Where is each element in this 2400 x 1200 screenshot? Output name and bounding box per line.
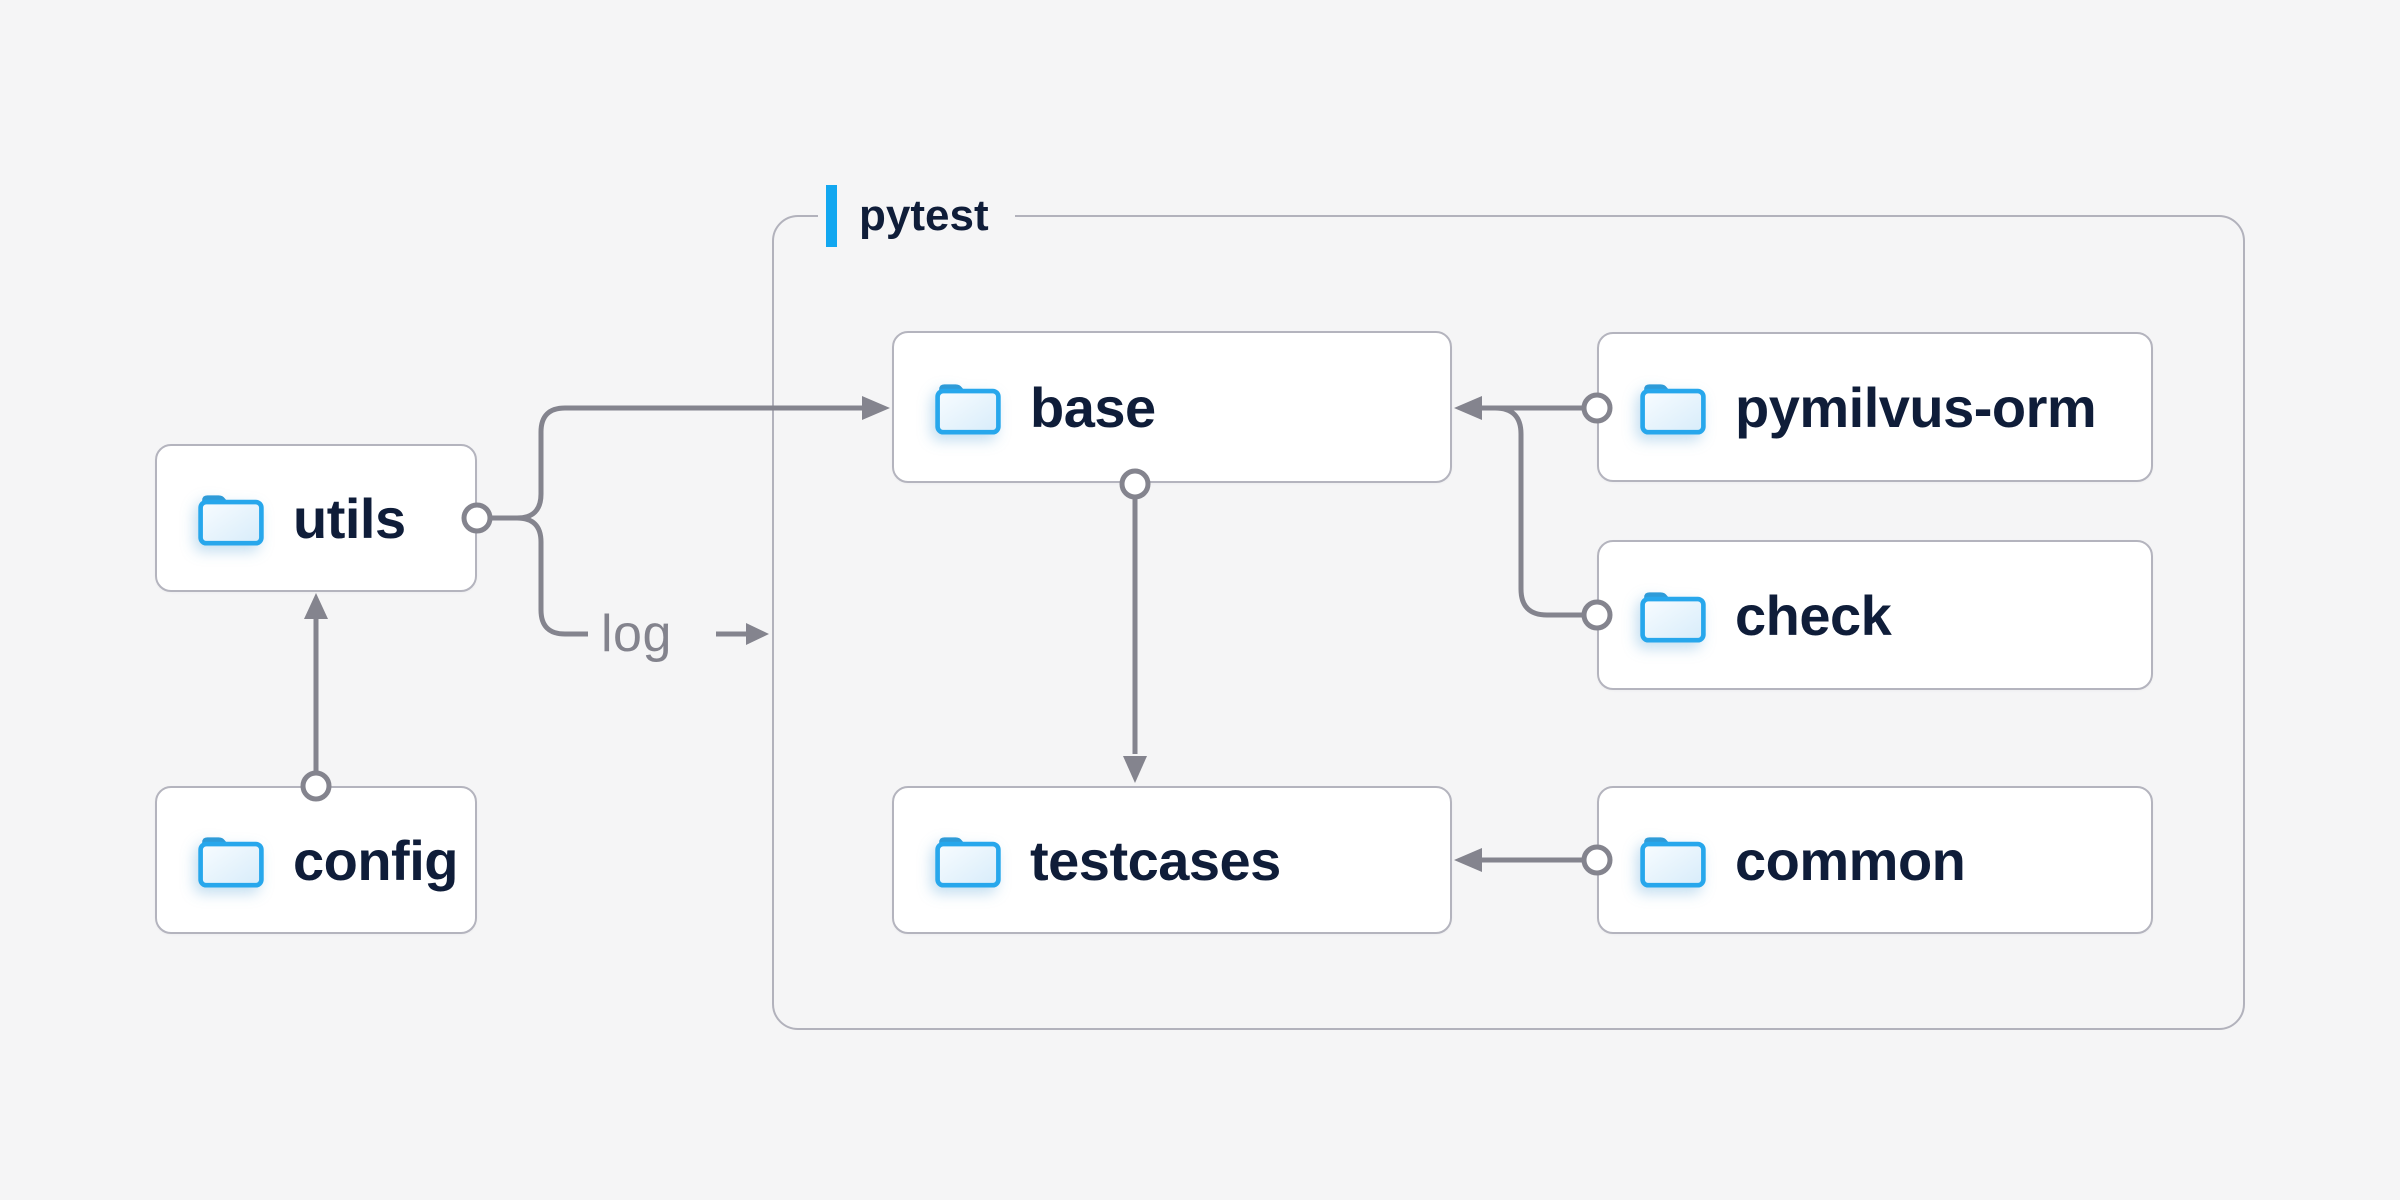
node-label-pymilvus-orm: pymilvus-orm <box>1735 375 2097 439</box>
edge-label-log: log <box>601 605 672 663</box>
folder-icon <box>198 495 264 546</box>
folder-icon <box>1640 592 1706 643</box>
node-label-config: config <box>293 828 458 892</box>
node-common: common <box>1597 786 2153 934</box>
arrowhead-up-utils <box>304 593 328 619</box>
node-label-utils: utils <box>293 486 406 550</box>
node-utils: utils <box>155 444 477 592</box>
folder-icon <box>935 837 1001 888</box>
node-testcases: testcases <box>892 786 1452 934</box>
folder-icon <box>935 384 1001 435</box>
node-config: config <box>155 786 477 934</box>
folder-icon <box>198 837 264 888</box>
accent-bar <box>826 185 837 247</box>
folder-icon <box>1640 837 1706 888</box>
pytest-group-title: pytest <box>859 191 989 240</box>
node-label-testcases: testcases <box>1030 828 1281 892</box>
node-label-common: common <box>1735 828 1966 892</box>
arrowhead-right-log <box>746 623 769 645</box>
node-pymilvus-orm: pymilvus-orm <box>1597 332 2153 482</box>
node-check: check <box>1597 540 2153 690</box>
node-label-base: base <box>1030 375 1156 439</box>
pytest-group-container <box>772 215 2245 1030</box>
pytest-group-label: pytest <box>818 184 1015 248</box>
edge-utils-log <box>516 515 588 637</box>
node-label-check: check <box>1735 583 1892 647</box>
node-base: base <box>892 331 1452 483</box>
folder-icon <box>1640 384 1706 435</box>
